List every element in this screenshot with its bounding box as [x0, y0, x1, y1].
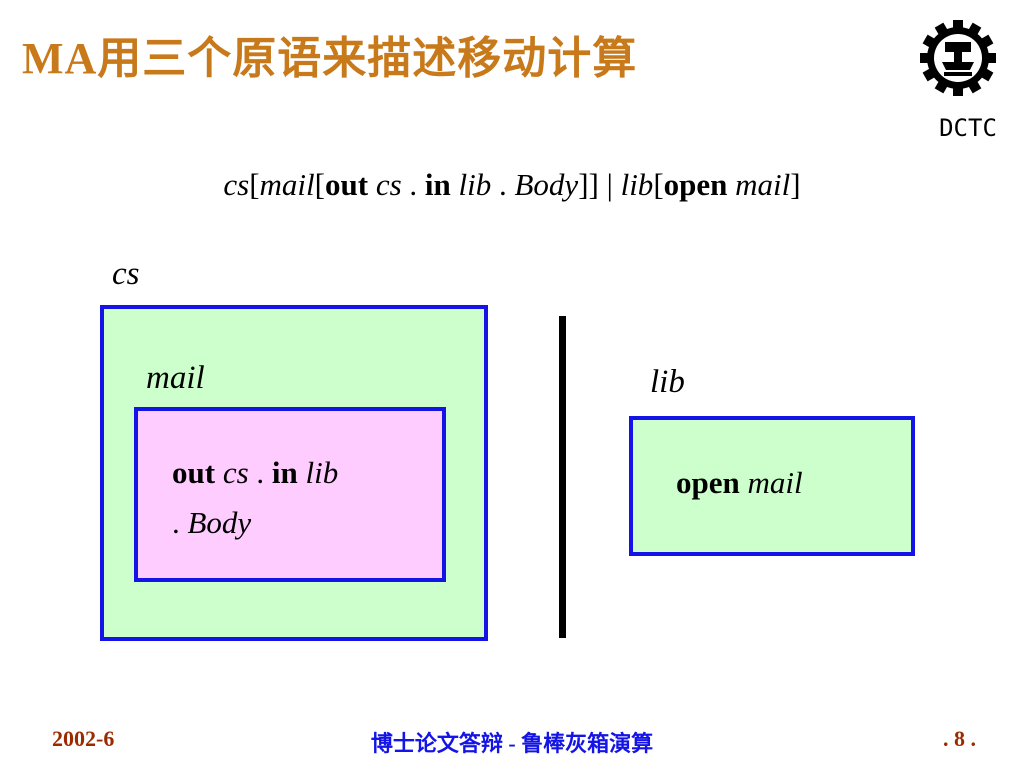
mail-ambient-box — [134, 407, 446, 582]
formula-mail: mail — [259, 167, 315, 202]
lib-ambient-content: open mail — [676, 465, 803, 501]
formula-parallel: | — [606, 167, 613, 202]
cs-name: cs — [222, 455, 249, 490]
body-name: Body — [187, 505, 252, 540]
dot-separator: . — [256, 455, 265, 490]
lib-ambient-box — [629, 416, 915, 556]
footer-title: 博士论文答辩 - 鲁棒灰箱演算 — [370, 731, 654, 756]
footer-date: 2002-6 — [52, 726, 115, 751]
parallel-composition-bar — [559, 316, 566, 638]
formula-bracket: [ — [249, 167, 260, 202]
footer-page-number: . 8 . — [943, 726, 976, 751]
open-keyword: open — [676, 465, 740, 500]
formula-dot: . — [409, 167, 418, 202]
formula-lib: lib — [458, 167, 492, 202]
dot-separator: . — [172, 505, 180, 540]
mail-name: mail — [747, 465, 803, 500]
out-keyword: out — [172, 455, 216, 490]
formula: cs[mail[out cs . in lib . Body]] | lib[o… — [0, 167, 1024, 203]
mail-ambient-content: out cs . in lib. Body — [172, 448, 422, 548]
logo-text: DCTC — [939, 114, 997, 140]
formula-bracket: ]] — [578, 167, 599, 202]
formula-in-keyword: in — [424, 167, 451, 202]
formula-cs: cs — [223, 167, 250, 202]
dctc-logo: DCTC — [918, 10, 1014, 142]
in-keyword: in — [271, 455, 298, 490]
formula-body: Body — [514, 167, 579, 202]
mail-ambient-label: mail — [146, 360, 205, 396]
formula-dot: . — [499, 167, 507, 202]
gear-emblem-icon: DCTC — [920, 20, 997, 142]
lib-name: lib — [305, 455, 339, 490]
formula-bracket: ] — [790, 167, 801, 202]
slide-title: MA用三个原语来描述移动计算 — [22, 34, 638, 83]
formula-mail: mail — [735, 167, 791, 202]
lib-ambient-label: lib — [650, 364, 685, 400]
formula-lib: lib — [620, 167, 654, 202]
formula-open-keyword: open — [663, 167, 728, 202]
formula-bracket: [ — [653, 167, 664, 202]
cs-ambient-label: cs — [112, 256, 140, 292]
formula-cs: cs — [375, 167, 402, 202]
formula-bracket: [ — [314, 167, 325, 202]
formula-out-keyword: out — [325, 167, 369, 202]
